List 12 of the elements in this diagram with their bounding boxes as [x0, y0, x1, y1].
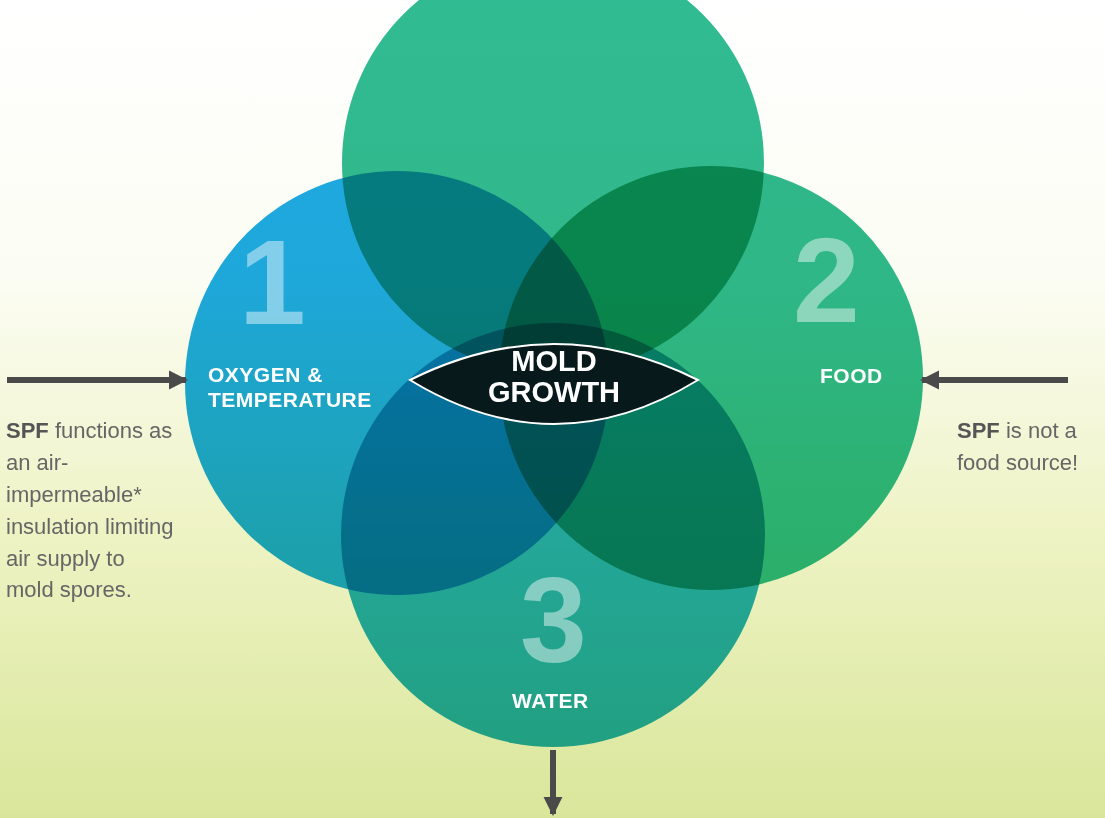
arrow: [920, 370, 1068, 390]
note-text: SPF is not a food source!: [957, 417, 1080, 477]
circle-number: 3: [520, 560, 587, 680]
circle-number: 1: [239, 222, 306, 342]
note-text: SPF functions as an air-impermeable* insulation limiting air supply to mold spores.: [6, 417, 174, 605]
arrow: [7, 370, 188, 390]
arrow: [543, 750, 563, 816]
circle-label: WATER: [512, 688, 590, 714]
circle-label: FOOD: [820, 363, 884, 389]
circle-label: OXYGEN & TEMPERATURE: [208, 362, 373, 413]
circle-number: 2: [793, 220, 860, 340]
center-label: MOLD GROWTH: [486, 346, 622, 409]
